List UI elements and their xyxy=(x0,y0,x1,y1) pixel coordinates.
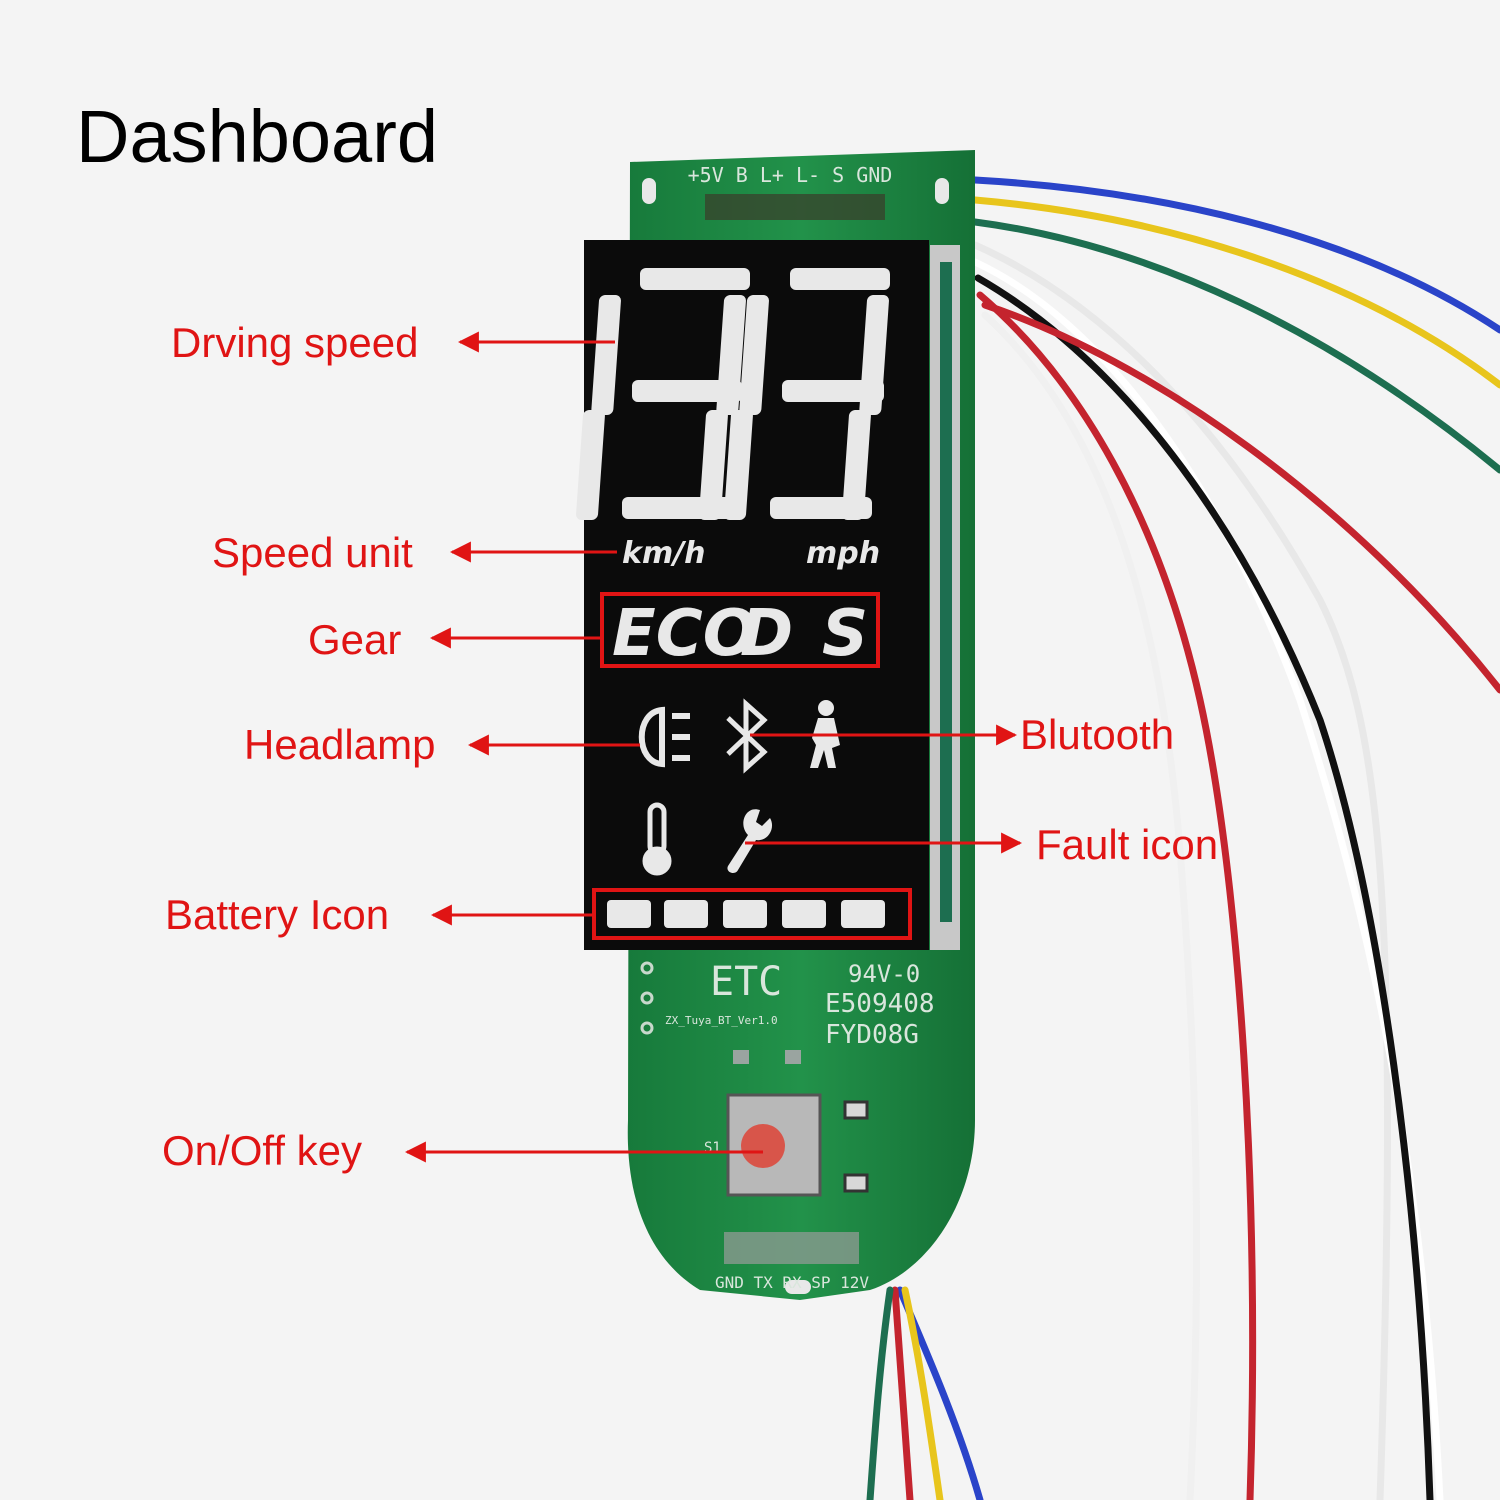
battery-segment xyxy=(723,900,767,928)
callout-fault-icon: Fault icon xyxy=(1036,821,1219,868)
headlamp-icon xyxy=(638,706,690,768)
pcb-code1: E509408 xyxy=(825,989,935,1019)
pcb-switch-label: S1 xyxy=(704,1140,721,1156)
gear-s: S xyxy=(822,597,868,671)
annotation-arrows xyxy=(404,331,1023,1163)
pcb-code2: FYD08G xyxy=(825,1020,919,1050)
digit-1 xyxy=(576,268,750,520)
pcb-version: ZX_Tuya_BT_Ver1.0 xyxy=(665,1014,778,1027)
battery-segment xyxy=(782,900,826,928)
callout-bluetooth: Blutooth xyxy=(1020,711,1175,758)
digit-2 xyxy=(724,268,890,520)
callout-battery-icon: Battery Icon xyxy=(165,891,390,938)
pcb-rating-label: 94V-0 xyxy=(848,960,920,988)
unit-mph: mph xyxy=(806,536,880,571)
gear-eco: ECO xyxy=(612,597,757,671)
page-title: Dashboard xyxy=(76,95,439,178)
callout-onoff-key: On/Off key xyxy=(162,1127,362,1174)
bottom-connector xyxy=(724,1232,859,1264)
speed-digits xyxy=(576,268,890,520)
pcb-bottom-pin-labels: GND TX RX SP 12V xyxy=(715,1273,869,1292)
pcb-vias xyxy=(640,961,654,1035)
gear-d: D xyxy=(740,597,793,671)
pcb-mount-hole-bottom xyxy=(785,1280,811,1294)
battery-segments xyxy=(607,900,885,928)
wire-bundle xyxy=(866,176,1500,1500)
top-connector xyxy=(705,194,885,220)
pcb-etc-label: ETC xyxy=(710,959,782,1005)
pcb-top-pin-labels: +5V B L+ L- S GND xyxy=(688,163,893,187)
callout-headlamp: Headlamp xyxy=(244,721,436,768)
battery-segment xyxy=(607,900,651,928)
unit-kmh: km/h xyxy=(622,536,706,571)
pcb-mount-hole-left xyxy=(642,178,656,204)
thermometer-icon xyxy=(642,802,672,876)
battery-segment xyxy=(841,900,885,928)
callout-driving-speed: Drving speed xyxy=(171,319,419,366)
bluetooth-icon xyxy=(726,698,768,774)
pcb-mount-hole-right xyxy=(935,178,949,204)
walk-mode-icon xyxy=(810,700,840,768)
wrench-icon xyxy=(727,809,773,873)
battery-segment xyxy=(664,900,708,928)
gear-highlight-box xyxy=(600,592,880,668)
callout-gear: Gear xyxy=(308,616,402,663)
callout-speed-unit: Speed unit xyxy=(212,529,413,576)
onoff-button[interactable] xyxy=(741,1124,785,1168)
